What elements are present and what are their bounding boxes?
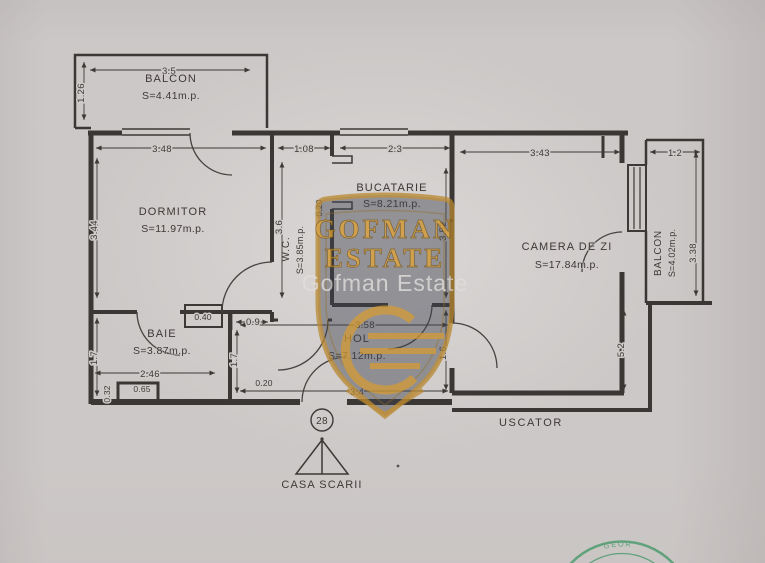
window-bucatarie [340,128,408,136]
room-area-balcon1: S=4.41m.p. [142,90,200,102]
stamp-text: GEOR [603,539,633,550]
door-camera [451,322,498,369]
room-label-balcon2: BALCON [653,230,664,276]
window-camera-balcon [627,164,647,232]
dim-niche-height: 0.32 [102,385,112,402]
unit-number: 28 [316,416,328,427]
watermark-caption: Gofman Estate [302,270,468,296]
room-label-balcon1: BALCON [145,73,197,85]
dim-wc-width: 1.08 [294,144,314,155]
door-baie [136,311,181,356]
door-dormitor [221,261,273,313]
dim-camera-height: 5.2 [616,343,627,357]
watermark-name-line2: ESTATE [325,243,446,273]
room-area-dormitor: S=11.97m.p. [141,223,204,235]
dim-balcon2-width: 1.2 [668,148,682,159]
dim-bucatarie-width: 2.3 [388,144,402,155]
room-label-dormitor: DORMITOR [139,206,207,218]
room-area-wc: S=3.85m.p. [295,226,305,274]
door-wc [277,319,329,371]
stamp-inner-circle [588,552,656,563]
dim-balcon1-width: 3.5 [162,66,176,77]
dim-bucatarie-height: 3.52 [438,221,449,241]
room-label-baie: BAIE [147,328,176,340]
window-dormitor-balcon [122,128,190,136]
dim-passage: 0.9 [246,317,260,328]
unit-number-circle [310,408,334,432]
dim-baie-left: 1.7 [89,351,100,365]
notary-stamp: GEOR [569,539,675,563]
staircase-triangle-icon [294,438,350,475]
staircase-symbol: 28 CASA SCARII [280,408,400,492]
dim-niche-width: 0.65 [133,384,150,394]
room-labels: BALCON S=4.41m.p. DORMITOR S=11.97m.p. W… [132,72,677,430]
dim-dormitor-height: 3.44 [89,220,100,240]
dim-wall-hol: 0.20 [255,378,272,388]
room-area-baie: S=3.87m.p. [133,345,191,357]
dim-hol-left: 1.7 [229,353,240,367]
wall-jambs [332,155,353,210]
room-area-balcon2: S=4.02m.p. [667,229,677,277]
room-label-wc: W.C. [281,237,292,262]
room-area-camera: S=17.84m.p. [535,259,599,271]
dimension-labels: 3.5 1.26 3.48 1.08 2.3 3.43 1.2 3.44 3.6… [75,65,701,405]
stamp-outer-circle [569,540,675,563]
dimension-lines-layer [81,62,700,396]
watermark-name-line1: GOFMAN [315,214,456,244]
dim-dormitor-width: 3.48 [152,144,172,155]
label-uscator: USCATOR [499,417,563,429]
watermark-gf-monogram [341,305,444,395]
closet-box [184,304,223,328]
door-entrance [301,356,348,403]
door-balcon1-dormitor [189,132,233,176]
windows-layer [122,128,647,328]
dim-baie-width: 2.46 [140,369,160,380]
label-casa-scarii: CASA SCARII [281,479,362,491]
watermark-logo: GOFMAN ESTATE Gofman Estate [302,192,468,420]
room-label-bucatarie: BUCATARIE [356,182,427,194]
dim-closet: 0.40 [194,312,211,322]
dim-camera-width: 3.43 [530,148,550,159]
room-label-camera: CAMERA DE ZI [522,241,613,253]
door-camera-balcon2 [581,231,623,273]
room-area-bucatarie: S=8.21m.p. [363,198,421,210]
dim-wc-height: 3.6 [274,220,285,234]
dim-balcon2-height: 3.38 [688,243,699,263]
dim-balcon1-depth: 1.26 [76,83,87,103]
